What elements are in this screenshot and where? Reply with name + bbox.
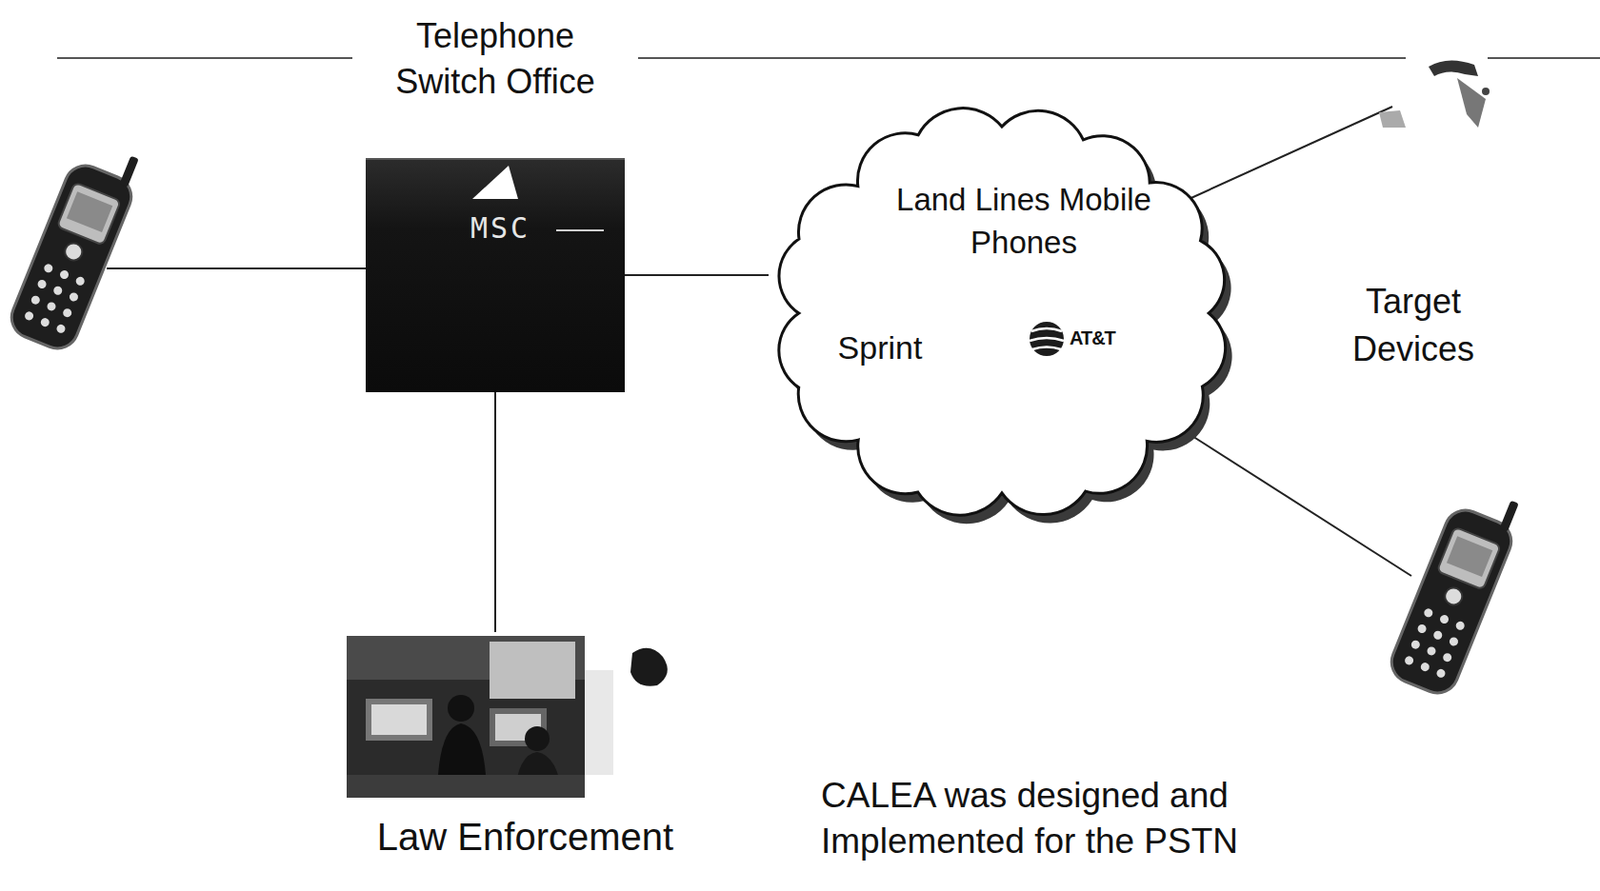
note-text: CALEA was designed and Implemented for t… xyxy=(820,773,1336,865)
desk-phone xyxy=(1379,49,1490,128)
office-heading: Telephone Switch Office xyxy=(352,13,639,106)
carrier-name: Sprint xyxy=(818,329,942,367)
switch-office-box: Telephone Switch OfficeMSC xyxy=(365,158,625,393)
cloud-title: Land Lines Mobile Phones xyxy=(880,179,1167,264)
phone-wire xyxy=(1174,424,1412,577)
devices-label: Target Devices xyxy=(1332,278,1495,375)
cloud-shape xyxy=(755,91,1250,536)
photo-caption: Law Enforcement xyxy=(346,813,704,861)
network-cloud: Land Lines Mobile PhonesSprint AT&T xyxy=(755,91,1250,536)
switch-triangle xyxy=(472,165,519,200)
cloud-outline xyxy=(779,108,1226,517)
globe-stripes xyxy=(1029,328,1064,350)
phone-wire xyxy=(106,267,372,270)
law-enforcement-node: Law Enforcement xyxy=(346,632,704,861)
switch-mark xyxy=(556,229,604,232)
connector-line xyxy=(624,274,769,277)
switch-label: MSC xyxy=(470,211,531,245)
carrier-logo: AT&T xyxy=(1069,327,1116,350)
mobile-phone xyxy=(1385,480,1527,700)
mobile-phone xyxy=(5,136,147,355)
globe-logo xyxy=(1029,321,1064,357)
phone-wire xyxy=(1174,106,1393,206)
connector-line xyxy=(494,392,497,633)
top-rule xyxy=(57,57,1600,60)
switch-box-shape xyxy=(365,158,625,393)
law-enforcement-photo xyxy=(346,636,668,799)
